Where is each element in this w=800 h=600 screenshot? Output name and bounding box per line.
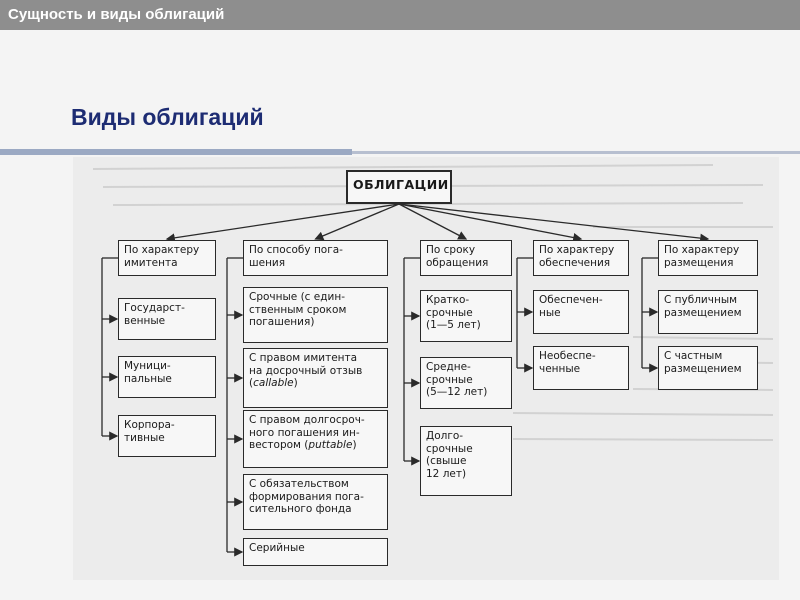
leaf-node: Муници- пальные — [118, 356, 216, 398]
header-title: Сущность и виды облигаций — [8, 6, 225, 23]
leaf-node: Обеспечен- ные — [533, 290, 629, 334]
leaf-node: С обязательством формирования пога- сите… — [243, 474, 388, 530]
category-node: По характеру обеспечения — [533, 240, 629, 276]
leaf-node: С частным размещением — [658, 346, 758, 390]
leaf-node: С правом долгосроч- ного погашения ин- в… — [243, 410, 388, 468]
leaf-node: Кратко- срочные (1—5 лет) — [420, 290, 512, 342]
category-node: По способу пога- шения — [243, 240, 388, 276]
category-node: По характеру имитента — [118, 240, 216, 276]
category-node: По сроку обращения — [420, 240, 512, 276]
leaf-node: С правом имитента на досрочный отзыв (ca… — [243, 348, 388, 408]
leaf-node: Корпора- тивные — [118, 415, 216, 457]
leaf-node: Государст- венные — [118, 298, 216, 340]
root-node: ОБЛИГАЦИИ — [346, 170, 452, 204]
slide-title: Виды облигаций — [71, 104, 264, 130]
leaf-node: Необеспе- ченные — [533, 346, 629, 390]
leaf-node: Долго- срочные (свыше 12 лет) — [420, 426, 512, 496]
category-node: По характеру размещения — [658, 240, 758, 276]
leaf-node: С публичным размещением — [658, 290, 758, 334]
title-divider-thin — [352, 151, 800, 154]
title-divider — [0, 149, 352, 155]
header-bar: Сущность и виды облигаций — [0, 0, 800, 30]
leaf-node: Серийные — [243, 538, 388, 566]
leaf-node: Срочные (с един- ственным сроком погашен… — [243, 287, 388, 343]
leaf-node: Средне- срочные (5—12 лет) — [420, 357, 512, 409]
